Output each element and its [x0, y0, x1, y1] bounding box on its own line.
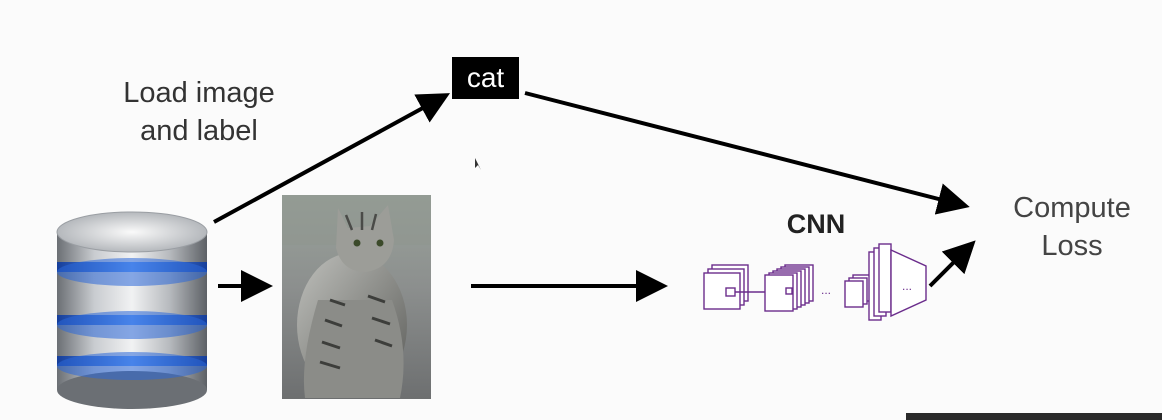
- loss-label-line2: Loss: [1041, 230, 1103, 262]
- arrow-cnn-to-loss: [928, 240, 976, 288]
- bottom-bar: [906, 413, 1162, 420]
- cnn-ellipsis-2: ...: [902, 279, 912, 293]
- loss-label-line1: Compute: [1013, 192, 1131, 224]
- arrow-db-to-label: [213, 93, 451, 224]
- load-image-and-label-text: Load image and label: [96, 74, 302, 150]
- cnn-network-icon: [703, 243, 927, 321]
- cursor-icon: [475, 158, 481, 170]
- load-label-line1: Load image: [123, 77, 275, 109]
- compute-loss-text: Compute Loss: [994, 189, 1150, 265]
- cat-label-box: cat: [452, 57, 519, 99]
- cnn-title: CNN: [786, 209, 846, 239]
- cat-photo: [282, 195, 431, 399]
- cnn-ellipsis-1: ...: [821, 283, 831, 297]
- database-icon: [56, 211, 208, 409]
- load-label-line2: and label: [140, 115, 258, 147]
- arrow-label-to-loss: [524, 91, 970, 215]
